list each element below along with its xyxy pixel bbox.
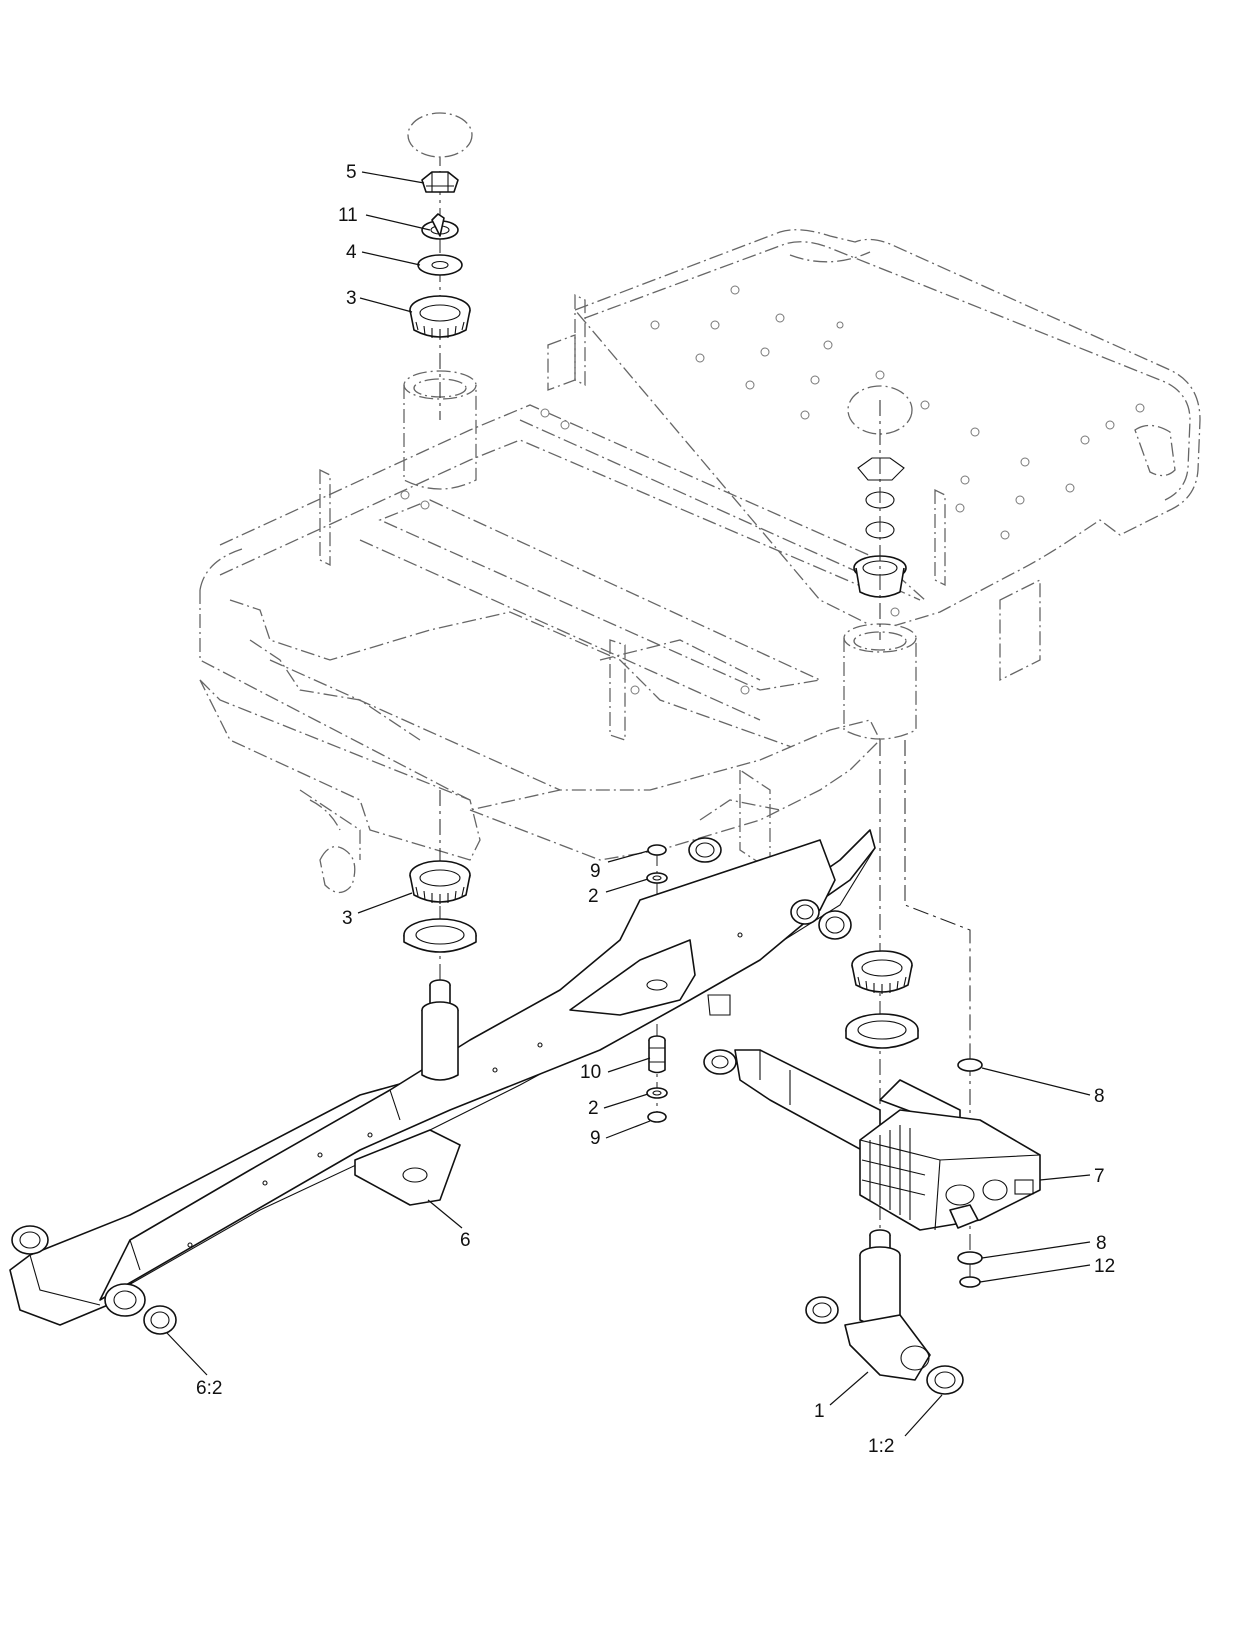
dust-cap <box>407 112 473 158</box>
callout-labels: 5 11 4 3 9 2 3 10 2 9 6 6:2 8 7 8 12 1 1… <box>196 162 1115 1457</box>
callout-7: 7 <box>1094 1166 1105 1187</box>
callout-5: 5 <box>346 162 357 183</box>
callout-8-lower: 8 <box>1096 1233 1107 1254</box>
left-pivot-hardware <box>407 112 473 339</box>
actuator-motor <box>859 1109 1041 1231</box>
callout-12: 12 <box>1094 1256 1115 1277</box>
callout-9-lower: 9 <box>590 1128 601 1149</box>
callout-6: 6 <box>460 1230 471 1251</box>
cotter-pin <box>421 213 459 240</box>
axle-assembly <box>9 829 876 1335</box>
seat-platform-phantom <box>199 229 1201 894</box>
washer <box>417 254 463 276</box>
callout-8-upper: 8 <box>1094 1086 1105 1107</box>
callout-3-upper: 3 <box>346 288 357 309</box>
bearing-cup <box>403 918 477 953</box>
steering-actuator <box>703 994 1041 1395</box>
callout-2-upper: 2 <box>588 886 599 907</box>
pin <box>648 1035 666 1074</box>
bearing-cone-upper <box>409 295 471 339</box>
bearing-cone-lower <box>409 860 471 904</box>
callout-3-lower: 3 <box>342 908 353 929</box>
right-spindle <box>844 1229 931 1381</box>
callout-9-upper: 9 <box>590 861 601 882</box>
callout-1-2: 1:2 <box>868 1436 894 1457</box>
callout-6-2: 6:2 <box>196 1378 222 1399</box>
left-spindle <box>421 979 459 1081</box>
callout-4: 4 <box>346 242 357 263</box>
callout-2-lower: 2 <box>588 1098 599 1119</box>
leader-lines <box>166 171 1091 1437</box>
callout-11: 11 <box>338 205 358 226</box>
center-pin-hardware <box>646 844 668 1123</box>
castle-nut <box>421 171 459 193</box>
lower-left-bearing <box>403 860 477 953</box>
lower-right-bearing <box>845 950 919 1049</box>
callout-10: 10 <box>580 1062 601 1083</box>
callout-1: 1 <box>814 1401 825 1422</box>
